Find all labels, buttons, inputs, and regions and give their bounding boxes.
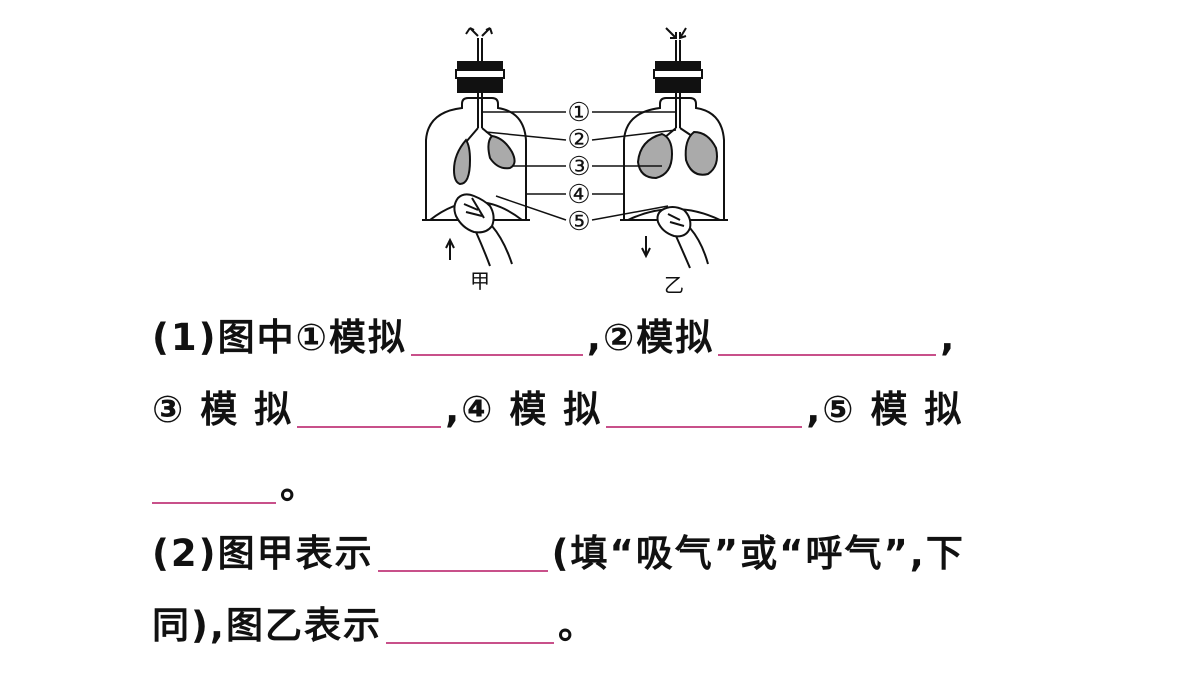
q1-sep2: , [940,316,957,359]
q2-line2-start: 同),图乙表示 [152,604,382,647]
q1-line3: 。 [152,466,1032,504]
marker-3: ③ [567,152,590,182]
jar-right [620,27,728,269]
q1-sep4: ,⑤ 模 拟 [806,388,964,431]
blank-3[interactable] [297,390,442,428]
q1-m3: ③ 模 拟 [152,388,294,431]
marker-4: ④ [567,180,590,210]
q2-hint: (填“吸气”或“呼气”,下 [551,532,965,575]
blank-2[interactable] [718,318,937,356]
jar-left [422,27,530,267]
blank-1[interactable] [410,318,583,356]
q1-line1: (1)图中①模拟 ,②模拟, [152,318,1032,356]
blank-5[interactable] [152,466,276,504]
leader-lines [482,111,677,221]
q2-line2: 同),图乙表示 。 [152,606,1032,644]
q2-end: 。 [557,604,597,647]
q1-prefix: (1)图中①模拟 [152,316,407,359]
blank-6[interactable] [377,534,548,572]
bell-jar-lung-model-diagram: ① ② ③ ④ ⑤ 甲 乙 [422,27,728,297]
marker-1: ① [567,98,590,128]
q1-sep1: ,②模拟 [586,316,715,359]
q1-line2: ③ 模 拟 ,④ 模 拟 ,⑤ 模 拟 [152,390,1032,428]
marker-5: ⑤ [567,207,590,237]
q1-sep3: ,④ 模 拟 [445,388,603,431]
blank-4[interactable] [606,390,803,428]
label-yi: 乙 [664,273,684,297]
q2-line1: (2)图甲表示 (填“吸气”或“呼气”,下 [152,534,1032,572]
blank-7[interactable] [385,606,554,644]
marker-2: ② [567,125,590,155]
q1-end: 。 [280,464,319,507]
label-jia: 甲 [470,269,490,293]
q2-prefix: (2)图甲表示 [152,532,374,575]
